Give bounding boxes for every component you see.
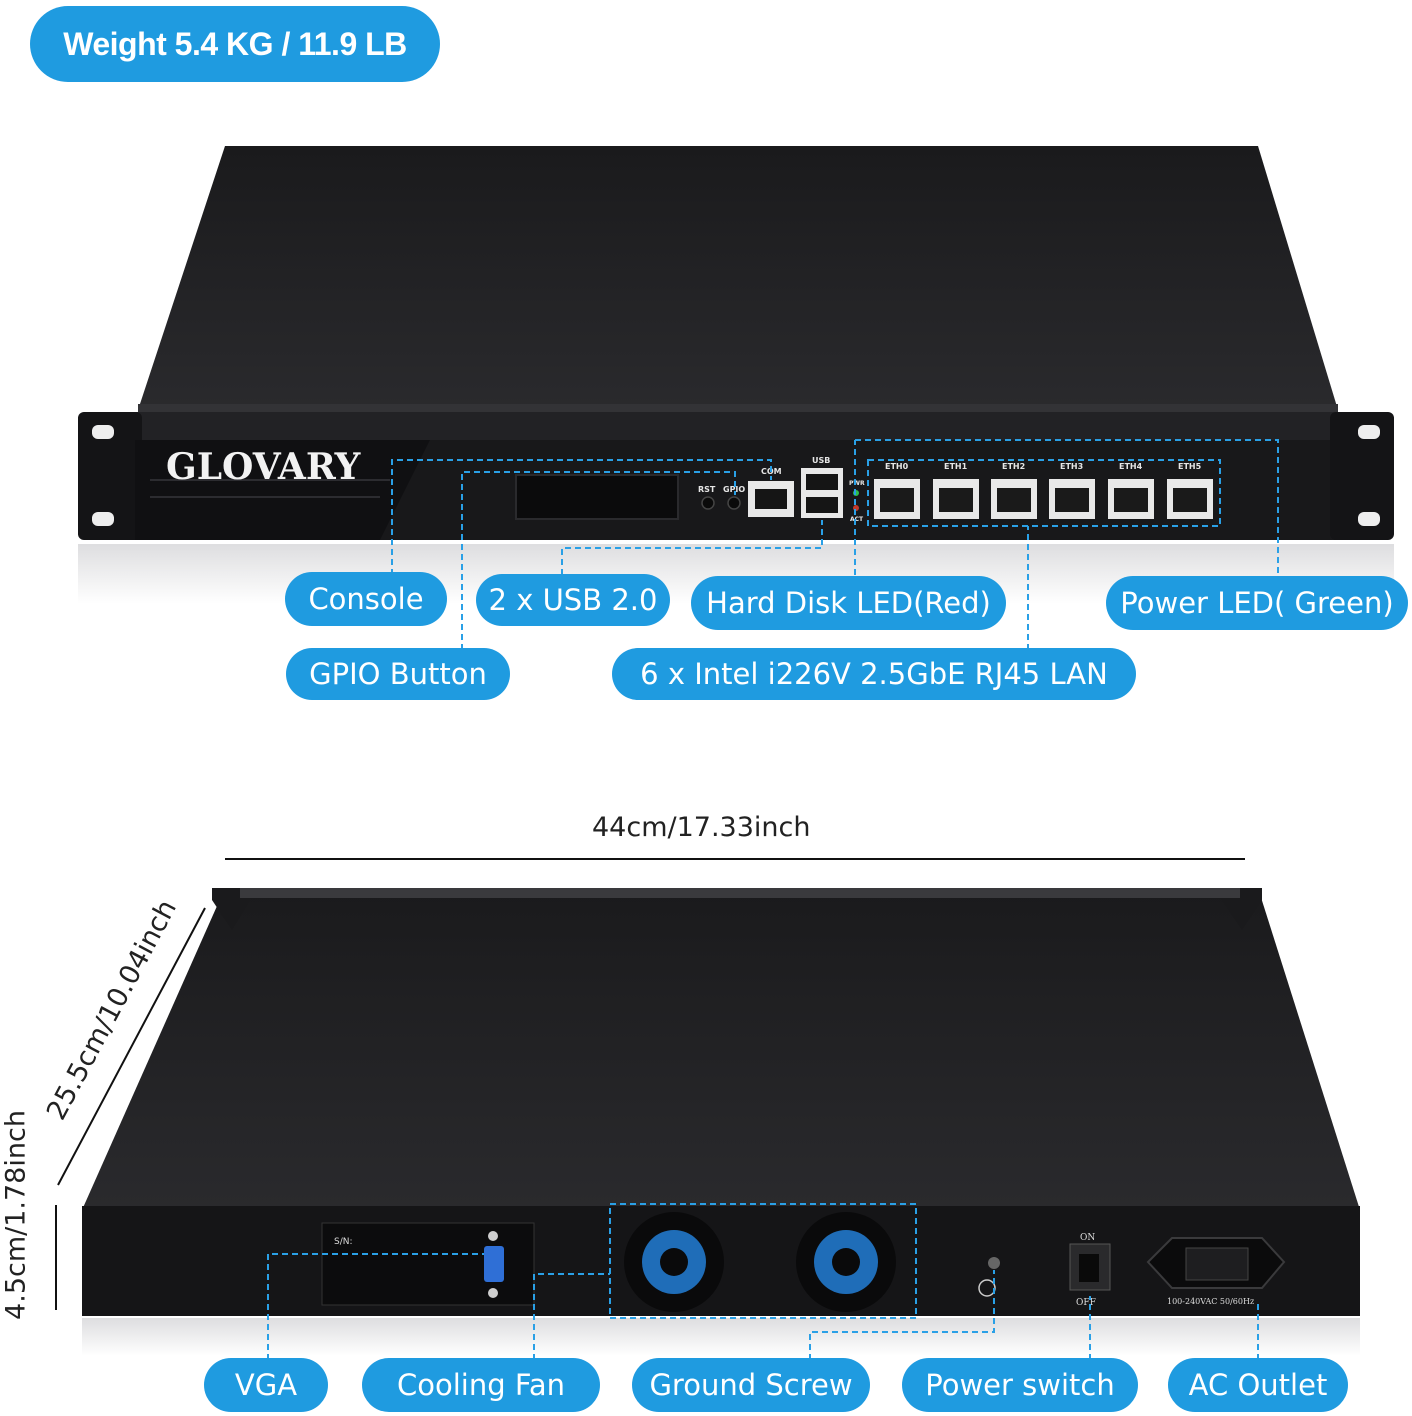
eth5-label: ETH5 xyxy=(1178,462,1202,471)
usb-callout: 2 x USB 2.0 xyxy=(476,574,670,626)
eth4-label: ETH4 xyxy=(1119,462,1143,471)
sn-label: S/N: xyxy=(334,1237,353,1247)
brand-logo: GLOVARY xyxy=(166,446,362,488)
gpio-label: GPIO xyxy=(723,485,745,494)
vga-callout: VGA xyxy=(204,1358,328,1412)
eth3-label: ETH3 xyxy=(1060,462,1083,471)
height-dimension-label: 4.5cm/1.78inch xyxy=(0,1110,32,1320)
ground-screw-callout: Ground Screw xyxy=(632,1358,870,1412)
dimension-lines xyxy=(55,858,1245,1310)
rear-chassis: S/N: ON OFF 100-240VAC 50/60Hz xyxy=(82,888,1360,1356)
cooling-fan-callout: Cooling Fan xyxy=(362,1358,600,1412)
switch-on-label: ON xyxy=(1080,1233,1095,1243)
eth1-label: ETH1 xyxy=(944,462,968,471)
lan-callout: 6 x Intel i226V 2.5GbE RJ45 LAN xyxy=(612,648,1136,700)
power-switch-callout: Power switch xyxy=(902,1358,1138,1412)
ac-rating: 100-240VAC 50/60Hz xyxy=(1167,1297,1254,1306)
hdd-led-callout: Hard Disk LED(Red) xyxy=(691,576,1006,630)
usb-label: USB xyxy=(812,456,830,465)
width-dimension-label: 44cm/17.33inch xyxy=(592,812,811,843)
eth0-label: ETH0 xyxy=(885,462,909,471)
power-led-callout: Power LED( Green) xyxy=(1106,576,1408,630)
switch-off-label: OFF xyxy=(1076,1298,1096,1308)
gpio-button-callout: GPIO Button xyxy=(286,648,510,700)
front-chassis: COM USB RST GPIO PWR ACT ETH0 ETH1 ETH2 … xyxy=(78,146,1394,604)
pwr-label: PWR xyxy=(849,480,865,487)
act-label: ACT xyxy=(850,516,864,523)
rear-leader-lines xyxy=(267,1203,1259,1360)
rst-label: RST xyxy=(698,485,716,494)
weight-badge: Weight 5.4 KG / 11.9 LB xyxy=(30,6,440,82)
ac-outlet-callout: AC Outlet xyxy=(1168,1358,1348,1412)
eth2-label: ETH2 xyxy=(1002,462,1025,471)
eth-ports xyxy=(874,479,1213,519)
front-leader-lines xyxy=(391,439,1279,650)
console-callout: Console xyxy=(285,572,447,626)
